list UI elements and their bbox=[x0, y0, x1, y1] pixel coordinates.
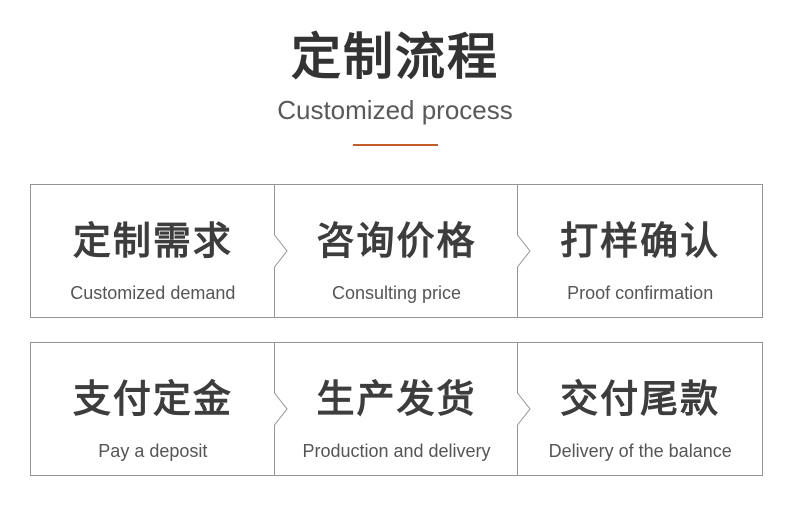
process-step-proof-confirmation: 打样确认 Proof confirmation bbox=[518, 185, 762, 317]
process-row-1: 定制需求 Customized demand 咨询价格 Consulting p… bbox=[30, 184, 763, 318]
step-title-cn: 交付尾款 bbox=[560, 379, 721, 421]
page-header: 定制流程 Customized process bbox=[0, 0, 790, 146]
page-subtitle: Customized process bbox=[277, 95, 513, 125]
process-step-pay-deposit: 支付定金 Pay a deposit bbox=[31, 343, 275, 475]
step-title-cn: 定制需求 bbox=[72, 221, 233, 263]
process-step-delivery-balance: 交付尾款 Delivery of the balance bbox=[518, 343, 762, 475]
step-title-cn: 咨询价格 bbox=[316, 221, 477, 263]
process-step-customized-demand: 定制需求 Customized demand bbox=[31, 185, 275, 317]
process-rows: 定制需求 Customized demand 咨询价格 Consulting p… bbox=[30, 184, 763, 476]
step-title-cn: 支付定金 bbox=[72, 379, 233, 421]
step-title-cn: 打样确认 bbox=[560, 221, 721, 263]
step-title-en: Pay a deposit bbox=[98, 441, 208, 461]
accent-underline bbox=[352, 144, 438, 146]
page-title: 定制流程 bbox=[291, 29, 499, 85]
step-title-en: Consulting price bbox=[331, 283, 462, 303]
step-title-en: Delivery of the balance bbox=[548, 441, 732, 461]
process-step-production-delivery: 生产发货 Production and delivery bbox=[275, 343, 519, 475]
step-title-cn: 生产发货 bbox=[316, 379, 477, 421]
process-row-2: 支付定金 Pay a deposit 生产发货 Production and d… bbox=[30, 342, 763, 476]
step-title-en: Production and delivery bbox=[302, 441, 491, 461]
step-title-en: Customized demand bbox=[70, 283, 236, 303]
process-step-consulting-price: 咨询价格 Consulting price bbox=[275, 185, 519, 317]
step-title-en: Proof confirmation bbox=[567, 283, 714, 303]
